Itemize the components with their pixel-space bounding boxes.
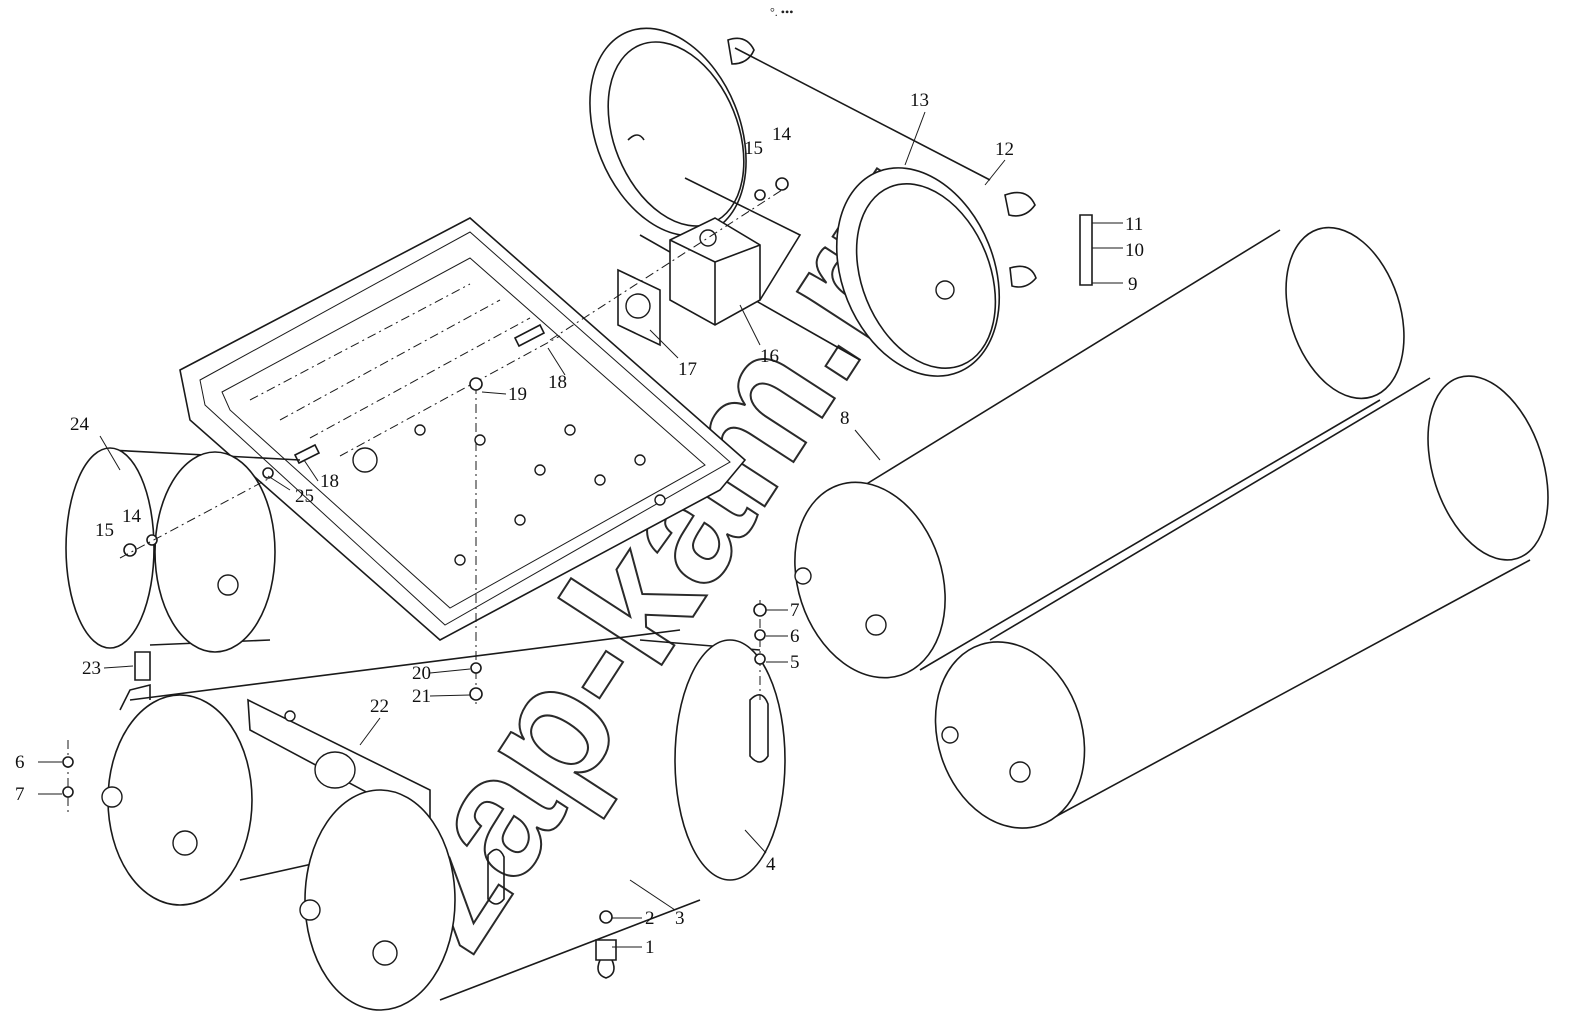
- callout-6: 6: [790, 626, 800, 647]
- callout-23: 23: [82, 658, 101, 679]
- callout-20: 20: [412, 663, 431, 684]
- plate-17: [617, 268, 661, 347]
- callout-19: 19: [508, 384, 527, 405]
- callout-22: 22: [370, 696, 389, 717]
- callout-12: 12: [995, 139, 1014, 160]
- callout-7: 7: [790, 600, 800, 621]
- callout-9: 9: [1128, 274, 1138, 295]
- callout-10: 10: [1125, 240, 1144, 261]
- callout-3: 3: [675, 908, 685, 929]
- callout-7: 7: [15, 784, 25, 805]
- cylinder-24: [65, 447, 301, 653]
- callout-15: 15: [95, 520, 114, 541]
- callout-16: 16: [760, 346, 779, 367]
- callout-13: 13: [910, 90, 929, 111]
- callout-17: 17: [678, 359, 697, 380]
- callout-5: 5: [790, 652, 800, 673]
- tray: [179, 217, 747, 641]
- callouts: 1 2 3 4 5 6 6 7 7 8 9 10 11 12 13 14 14 …: [15, 90, 1144, 958]
- cylinder-front-left: [101, 629, 681, 906]
- callout-8: 8: [840, 408, 850, 429]
- callout-14: 14: [122, 506, 142, 527]
- header-mark: °. •••: [770, 5, 793, 19]
- callout-21: 21: [412, 686, 431, 707]
- callout-18: 18: [548, 372, 567, 393]
- cylinder-3: [299, 639, 786, 1011]
- bracket-16: [669, 177, 802, 326]
- callout-4: 4: [766, 854, 776, 875]
- callout-25: 25: [295, 486, 314, 507]
- callout-18: 18: [320, 471, 339, 492]
- callout-14: 14: [772, 124, 792, 145]
- leader-lines: [38, 111, 1006, 948]
- callout-1: 1: [645, 937, 655, 958]
- cylinder-13: [589, 27, 1037, 377]
- cylinder-rear-right: [934, 375, 1549, 829]
- hardware: [62, 177, 1123, 979]
- callout-24: 24: [70, 414, 90, 435]
- callout-11: 11: [1125, 214, 1143, 235]
- callout-15: 15: [744, 138, 763, 159]
- callout-2: 2: [645, 908, 655, 929]
- callout-6: 6: [15, 752, 25, 773]
- cylinder-8: [794, 226, 1405, 679]
